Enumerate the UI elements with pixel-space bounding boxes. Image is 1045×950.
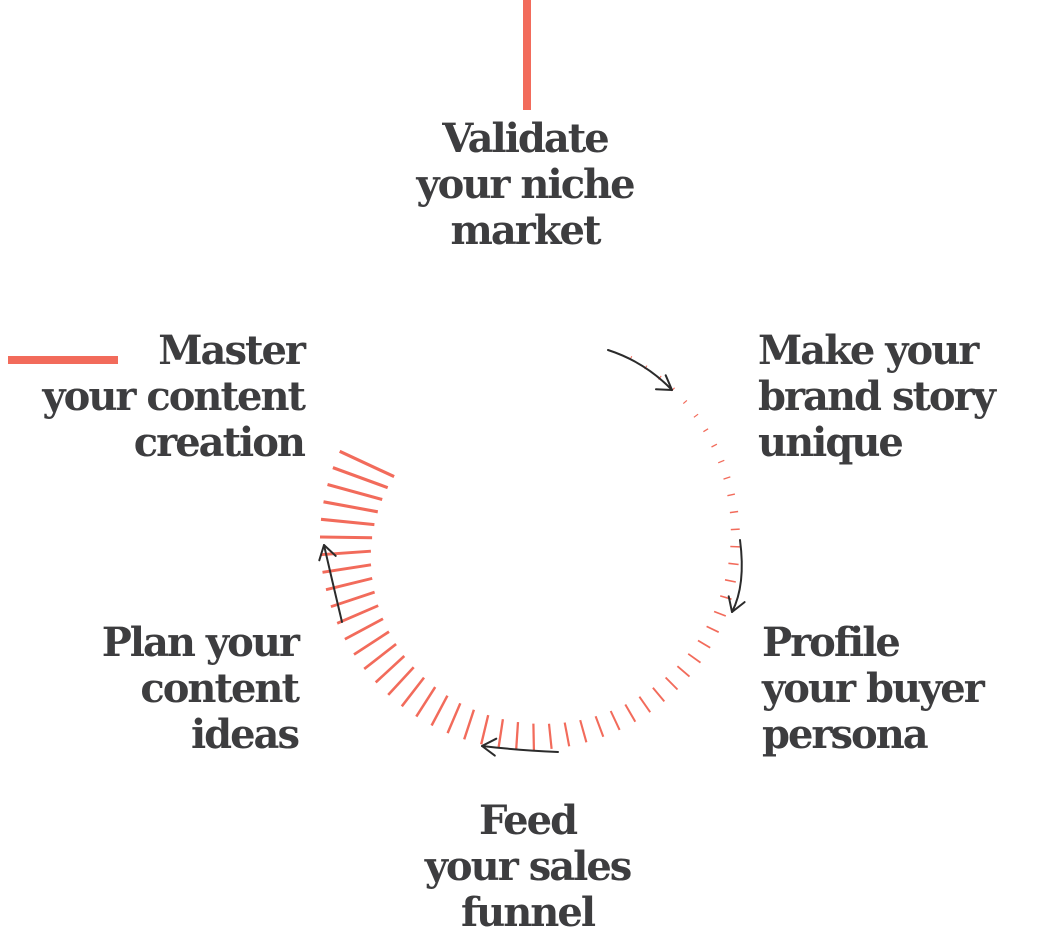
progress-tick [724,579,736,583]
progress-tick [515,722,520,750]
progress-tick [676,665,691,678]
progress-tick [609,710,621,731]
progress-tick [374,655,406,684]
progress-tick [652,687,666,703]
arrow-validate-to-brand [607,349,673,391]
arrow-head-icon [318,544,337,562]
step-validate-line-1: Validate [442,115,609,162]
progress-tick [728,562,739,566]
arrow-head-icon [481,737,498,757]
step-master-line-1: Master [158,327,306,374]
step-plan-line-1: Plan your [101,619,300,666]
progress-tick [497,719,505,748]
progress-tick [339,449,395,479]
cycle-arrows [318,349,746,757]
arrow-brand-to-persona [727,539,746,613]
arrow-head-icon [727,595,746,613]
step-brand-line-1: Make your [758,327,979,374]
progress-tick [687,653,702,664]
step-master-label: Master your content creation [8,327,306,466]
progress-tick [336,604,379,625]
progress-tick [579,719,588,743]
arrow-plan-to-master [318,544,343,623]
step-persona-line-1: Profile [762,619,901,666]
progress-tick [446,702,462,734]
progress-tick [387,666,415,696]
step-funnel-label: Feed your sales funnel [395,798,660,936]
progress-tick [532,723,536,751]
progress-tick [703,428,709,433]
progress-tick [400,676,426,708]
progress-tick [624,703,637,723]
arrow-shaft [323,544,343,623]
progress-tick [430,695,449,727]
progress-tick [319,535,373,540]
progress-tick [711,443,718,448]
progress-tick [594,715,605,738]
progress-tick [344,617,384,641]
progress-tick [727,493,736,497]
progress-tick [729,510,739,514]
progress-tick [730,528,740,531]
progress-tick [547,723,553,750]
progress-tick [638,696,652,713]
progress-tick [713,610,727,617]
progress-tick [717,459,725,464]
progress-tick [480,714,490,745]
progress-tick [363,643,397,670]
progress-tick [415,686,437,718]
progress-tick [323,500,379,514]
step-brand-line-2: brand story [758,373,996,420]
progress-ring [319,356,740,751]
progress-tick [664,676,679,691]
step-persona-label: Profile your buyer persona [762,620,1042,758]
progress-tick [353,630,390,656]
step-persona-line-3: persona [762,711,929,758]
step-persona-line-2: your buyer [762,665,985,712]
arrow-shaft [481,745,559,753]
progress-tick [706,625,720,633]
arrow-head-icon [655,374,673,391]
step-validate-line-3: market [450,207,602,254]
step-master-line-3: creation [133,419,306,466]
progress-tick [332,466,389,490]
step-master-line-2: your content [42,373,306,420]
progress-tick [563,722,571,747]
arrow-funnel-to-plan [481,737,559,757]
arrow-shaft [607,349,673,391]
arrow-shaft [731,539,743,613]
step-plan-line-3: ideas [190,711,300,758]
progress-tick [682,399,688,405]
step-brand-line-3: unique [758,419,904,466]
progress-tick [320,549,372,557]
step-funnel-line-1: Feed [478,797,578,844]
step-brand-label: Make your brand story unique [758,328,1038,466]
progress-tick [320,517,375,527]
progress-tick [723,476,731,480]
step-funnel-line-2: your sales [424,843,633,890]
step-plan-label: Plan your content ideas [40,619,300,758]
step-plan-line-2: content [140,665,300,712]
progress-tick [697,639,711,649]
step-funnel-line-3: funnel [460,889,596,936]
step-validate-label: Validate your niche market [395,116,655,254]
progress-tick [463,709,476,740]
progress-tick [693,413,699,418]
step-validate-line-2: your niche [416,161,635,208]
progress-tick [327,482,383,502]
